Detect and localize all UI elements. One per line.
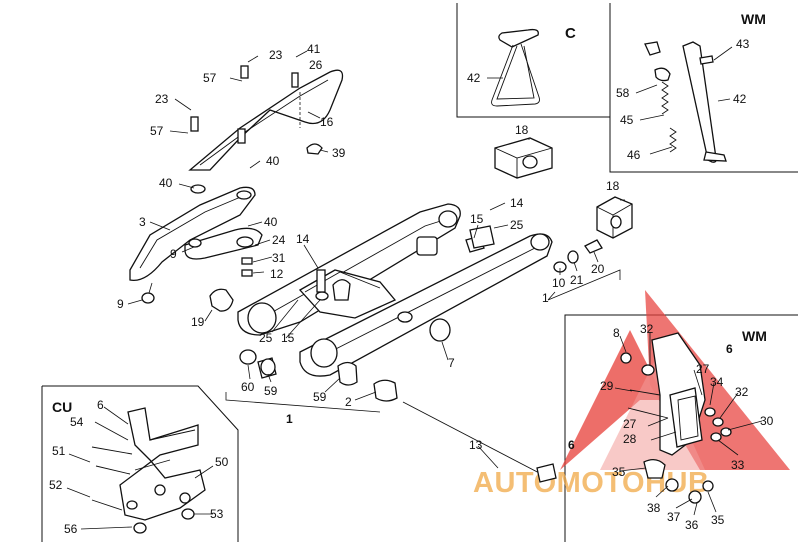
callout-28: 28 bbox=[623, 432, 637, 446]
callout-35: 35 bbox=[711, 513, 725, 527]
callout-60: 60 bbox=[241, 380, 255, 394]
callout-labels: 1 1 2 3 6 6 6 7 8 9 9 10 12 13 14 14 15 … bbox=[49, 37, 774, 536]
callout-59: 59 bbox=[264, 384, 278, 398]
callout-43: 43 bbox=[736, 37, 750, 51]
chain-guard-16-drawing bbox=[188, 65, 344, 171]
inset-wm-bottom-frame bbox=[564, 314, 798, 542]
leader-lines bbox=[127, 50, 625, 469]
callout-59: 59 bbox=[313, 390, 327, 404]
callout-33: 33 bbox=[731, 458, 745, 472]
inset-cu-bracket-drawing bbox=[91, 407, 206, 534]
inset-wm-top-title: WM bbox=[741, 11, 766, 27]
callout-39: 39 bbox=[332, 146, 346, 160]
inset-c-stand-drawing bbox=[487, 28, 540, 107]
callout-42: 42 bbox=[467, 71, 481, 85]
pivot-hardware-drawing bbox=[209, 225, 603, 483]
callout-21: 21 bbox=[570, 273, 584, 287]
callout-23: 23 bbox=[155, 92, 169, 106]
callout-42: 42 bbox=[733, 92, 747, 106]
leader-lines-wm bbox=[614, 332, 763, 516]
callout-7: 7 bbox=[448, 356, 455, 370]
callout-41: 41 bbox=[307, 42, 321, 56]
callout-40: 40 bbox=[159, 176, 173, 190]
chain-slider-3-drawing bbox=[129, 184, 263, 304]
callout-6: 6 bbox=[97, 398, 104, 412]
callout-51: 51 bbox=[52, 444, 66, 458]
inset-c-title: C bbox=[565, 25, 576, 42]
inset-cu-title: CU bbox=[52, 399, 72, 415]
callout-6: 6 bbox=[568, 438, 575, 452]
callout-13: 13 bbox=[469, 438, 483, 452]
callout-18: 18 bbox=[606, 179, 620, 193]
callout-27: 27 bbox=[696, 362, 710, 376]
inset-cu-frame bbox=[41, 385, 239, 542]
inset-wm-top-frame bbox=[609, 3, 798, 173]
callout-30: 30 bbox=[760, 414, 774, 428]
callout-32: 32 bbox=[640, 322, 654, 336]
callout-58: 58 bbox=[616, 86, 630, 100]
callout-35: 35 bbox=[612, 465, 626, 479]
chain-adjuster-block-18-drawing bbox=[494, 137, 633, 239]
callout-31: 31 bbox=[272, 251, 286, 265]
callout-57: 57 bbox=[203, 71, 217, 85]
callout-10: 10 bbox=[552, 276, 566, 290]
callout-52: 52 bbox=[49, 478, 63, 492]
callout-25: 25 bbox=[259, 331, 273, 345]
callout-14: 14 bbox=[296, 232, 310, 246]
callout-1: 1 bbox=[286, 412, 293, 426]
callout-54: 54 bbox=[70, 415, 84, 429]
callout-40: 40 bbox=[266, 154, 280, 168]
inset-c-frame bbox=[456, 3, 611, 118]
callout-12: 12 bbox=[270, 267, 284, 281]
callout-24: 24 bbox=[272, 233, 286, 247]
callout-19: 19 bbox=[191, 315, 205, 329]
callout-23: 23 bbox=[269, 48, 283, 62]
callout-53: 53 bbox=[210, 507, 224, 521]
callout-36: 36 bbox=[685, 518, 699, 532]
callout-34: 34 bbox=[710, 375, 724, 389]
callout-18: 18 bbox=[515, 123, 529, 137]
callout-15: 15 bbox=[470, 212, 484, 226]
callout-32: 32 bbox=[735, 385, 749, 399]
callout-37: 37 bbox=[667, 510, 681, 524]
callout-38: 38 bbox=[647, 501, 661, 515]
inset-wm-bottom-title: WM bbox=[742, 328, 767, 344]
callout-3: 3 bbox=[139, 215, 146, 229]
callout-26: 26 bbox=[309, 58, 323, 72]
callout-15: 15 bbox=[281, 331, 295, 345]
callout-1: 1 bbox=[542, 291, 549, 305]
callout-9: 9 bbox=[170, 247, 177, 261]
callout-25: 25 bbox=[510, 218, 524, 232]
callout-20: 20 bbox=[591, 262, 605, 276]
callout-40: 40 bbox=[264, 215, 278, 229]
callout-29: 29 bbox=[600, 379, 614, 393]
swingarm-body-drawing bbox=[237, 203, 553, 377]
callout-45: 45 bbox=[620, 113, 634, 127]
callout-14: 14 bbox=[510, 196, 524, 210]
callout-56: 56 bbox=[64, 522, 78, 536]
callout-57: 57 bbox=[150, 124, 164, 138]
inset-wm-sidestand-drawing bbox=[635, 41, 733, 163]
callout-50: 50 bbox=[215, 455, 229, 469]
callout-6: 6 bbox=[726, 342, 733, 356]
callout-16: 16 bbox=[320, 115, 334, 129]
leader-lines-cu bbox=[66, 406, 214, 530]
inset-wm-adjuster-drawing bbox=[620, 332, 732, 504]
callout-27: 27 bbox=[623, 417, 637, 431]
callout-46: 46 bbox=[627, 148, 641, 162]
callout-2: 2 bbox=[345, 395, 352, 409]
callout-9: 9 bbox=[117, 297, 124, 311]
callout-8: 8 bbox=[613, 326, 620, 340]
